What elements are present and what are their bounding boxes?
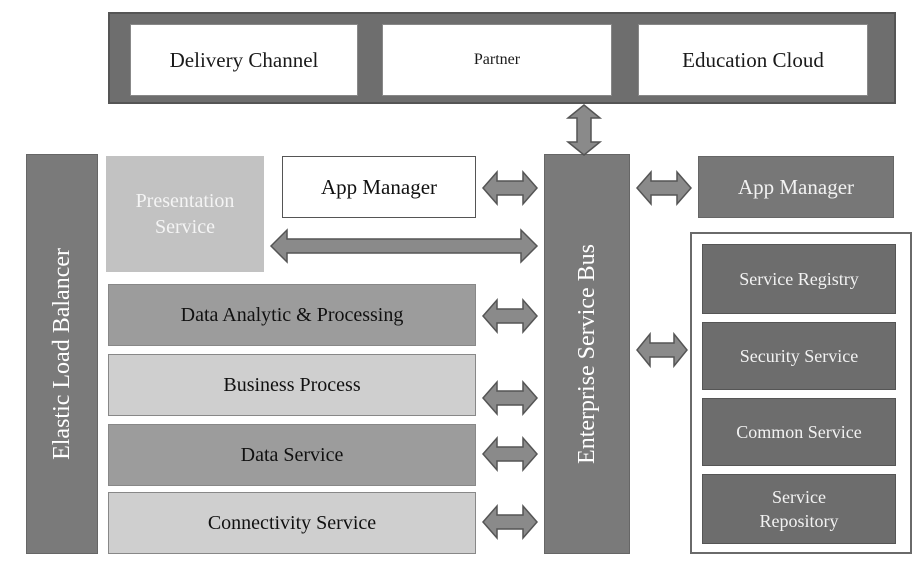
service-repository-box: Service Repository: [702, 474, 896, 544]
layer-label: Connectivity Service: [207, 511, 377, 534]
service-label-line1: Common Service: [736, 422, 862, 442]
elastic-load-balancer-bar: Elastic Load Balancer: [26, 154, 98, 554]
double-arrow-icon: [482, 298, 538, 334]
enterprise-service-bus-bar: Enterprise Service Bus: [544, 154, 630, 554]
service-label-line2: Repository: [759, 511, 839, 531]
education-cloud-label: Education Cloud: [682, 47, 824, 72]
double-arrow-icon: [482, 504, 538, 540]
service-label-line1: Service: [772, 487, 826, 507]
double-arrow-icon: [482, 170, 538, 206]
business-process-box: Business Process: [108, 354, 476, 416]
elastic-load-balancer-label: Elastic Load Balancer: [48, 248, 75, 460]
service-label-line1: Service Registry: [739, 269, 859, 289]
layer-label: Data Analytic & Processing: [180, 303, 404, 326]
double-arrow-icon: [482, 436, 538, 472]
double-arrow-icon: [636, 331, 688, 369]
presentation-service-line1: Presentation: [135, 190, 235, 212]
presentation-service-line2: Service: [155, 216, 215, 238]
service-registry-box: Service Registry: [702, 244, 896, 314]
data-analytic-processing-box: Data Analytic & Processing: [108, 284, 476, 346]
double-arrow-icon: [565, 104, 603, 156]
double-arrow-icon: [636, 170, 692, 206]
layer-label: Data Service: [240, 443, 344, 466]
delivery-channel-label: Delivery Channel: [169, 47, 319, 72]
service-label-line1: Security Service: [739, 346, 859, 366]
double-arrow-icon: [482, 380, 538, 416]
app-manager-right-box: App Manager: [698, 156, 894, 218]
common-service-box: Common Service: [702, 398, 896, 466]
double-arrow-icon: [269, 228, 539, 264]
enterprise-service-bus-label: Enterprise Service Bus: [573, 244, 600, 464]
partner-label: Partner: [473, 51, 521, 68]
connectivity-service-box: Connectivity Service: [108, 492, 476, 554]
delivery-channel-box: Delivery Channel: [130, 24, 358, 96]
app-manager-right-label: App Manager: [737, 174, 855, 199]
data-service-box: Data Service: [108, 424, 476, 486]
layer-label: Business Process: [223, 373, 361, 396]
education-cloud-box: Education Cloud: [638, 24, 868, 96]
app-manager-left-label: App Manager: [320, 174, 438, 199]
partner-box: Partner: [382, 24, 612, 96]
security-service-box: Security Service: [702, 322, 896, 390]
presentation-service-box: Presentation Service: [106, 156, 264, 272]
app-manager-left-box: App Manager: [282, 156, 476, 218]
